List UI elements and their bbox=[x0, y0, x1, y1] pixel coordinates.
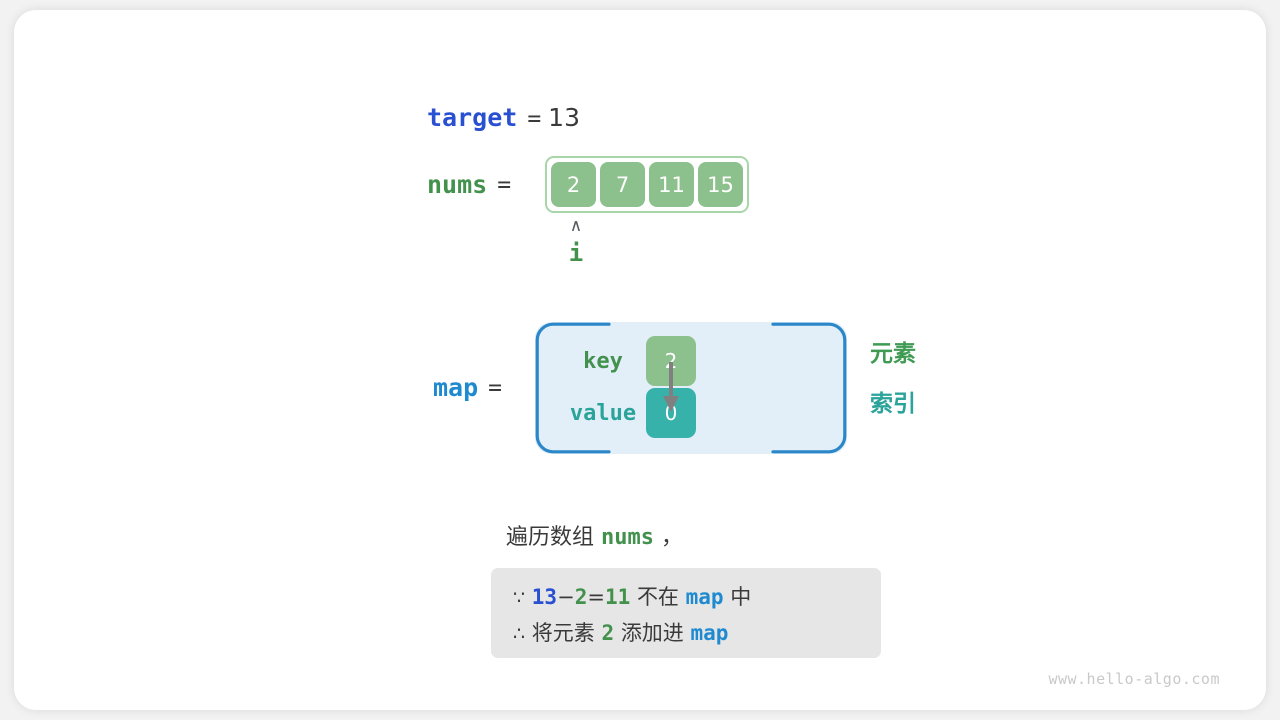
note-value-target: 13 bbox=[531, 585, 558, 609]
array-cell: 7 bbox=[600, 162, 645, 207]
array-container: 2 7 11 15 bbox=[545, 156, 749, 213]
map-row: map = bbox=[433, 373, 502, 402]
pointer-label-i: i bbox=[568, 239, 584, 267]
note-value-added: 2 bbox=[601, 621, 615, 645]
note-value-complement: 11 bbox=[604, 585, 631, 609]
caption-suffix: ， bbox=[653, 525, 683, 550]
therefore-symbol-icon: ∴ bbox=[513, 623, 526, 645]
map-entry-cells: 2 0 bbox=[646, 336, 696, 440]
note-text-add-element: 将元素 bbox=[531, 621, 595, 645]
pointer-caret-icon: ∧ bbox=[569, 216, 583, 236]
note-line-2: ∴ 将元素 2 添加进 map bbox=[513, 615, 861, 651]
note-space-8 bbox=[684, 621, 691, 645]
note-code-map-1: map bbox=[685, 585, 724, 609]
caption-code-nums: nums bbox=[601, 525, 654, 550]
array-cell: 15 bbox=[698, 162, 743, 207]
note-line-1: ∵ 13−2=11 不在 map 中 bbox=[513, 579, 861, 615]
map-row-labels: key value bbox=[563, 322, 643, 454]
note-equals-sign: = bbox=[587, 585, 605, 609]
array-cell: 2 bbox=[551, 162, 596, 207]
target-equals-sign: = bbox=[527, 106, 542, 132]
note-text-not-in: 不在 bbox=[636, 585, 679, 609]
note-space-5 bbox=[525, 621, 532, 645]
target-row: target = 13 bbox=[427, 103, 580, 135]
side-label-element: 元素 bbox=[870, 341, 916, 367]
note-space-7 bbox=[614, 621, 621, 645]
key-to-value-arrow-icon bbox=[663, 362, 679, 412]
nums-row: nums = bbox=[427, 170, 518, 199]
map-value-label: value bbox=[569, 401, 637, 426]
target-value: 13 bbox=[548, 103, 580, 132]
note-minus-sign: − bbox=[557, 585, 575, 609]
caption-text: 遍历数组 nums ， bbox=[506, 523, 683, 553]
map-side-labels: 元素 索引 bbox=[870, 340, 916, 418]
note-code-map-2: map bbox=[690, 621, 729, 645]
target-variable-name: target bbox=[427, 103, 518, 132]
note-box: ∵ 13−2=11 不在 map 中 ∴ 将元素 2 添加进 map bbox=[491, 568, 881, 658]
note-space-1 bbox=[525, 585, 532, 609]
map-equals-sign: = bbox=[488, 374, 503, 401]
watermark: www.hello-algo.com bbox=[1048, 670, 1220, 688]
caption-prefix: 遍历数组 bbox=[506, 525, 601, 550]
array-cell: 11 bbox=[649, 162, 694, 207]
map-variable-name: map bbox=[433, 373, 479, 402]
because-symbol-icon: ∵ bbox=[513, 587, 526, 609]
diagram-card: target = 13 nums = 2 7 11 15 ∧ i map = bbox=[14, 10, 1266, 710]
note-text-add-into: 添加进 bbox=[620, 621, 684, 645]
note-text-zhong: 中 bbox=[730, 585, 752, 609]
note-space-3 bbox=[679, 585, 686, 609]
map-key-label: key bbox=[583, 349, 623, 374]
map-value-cell: 0 bbox=[646, 388, 696, 438]
nums-equals-sign: = bbox=[497, 171, 512, 198]
nums-variable-name: nums bbox=[427, 170, 488, 199]
side-label-index: 索引 bbox=[870, 391, 916, 417]
note-value-current: 2 bbox=[574, 585, 588, 609]
note-space-2 bbox=[630, 585, 637, 609]
map-bracket-outline bbox=[535, 322, 847, 454]
